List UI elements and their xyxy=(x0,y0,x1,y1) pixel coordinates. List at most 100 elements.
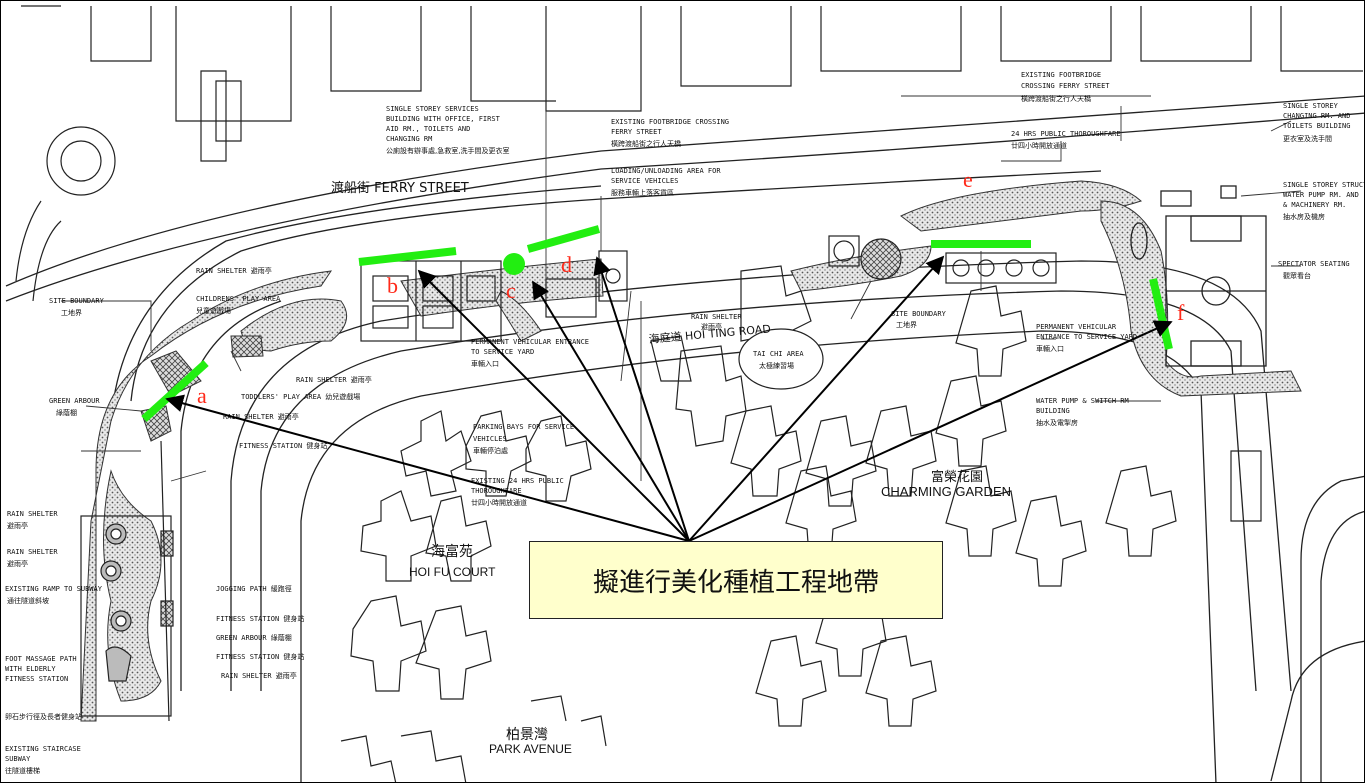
plan-text-labels: 渡船街 FERRY STREET 海庭道 HOI TING ROAD 富榮花園 … xyxy=(5,71,1365,775)
tai-chi-area xyxy=(738,328,824,390)
label-site-boundary-r: SITE BOUNDARY xyxy=(891,310,947,318)
label-left-rain-1: RAIN SHELTER xyxy=(7,510,58,518)
tennis-courts xyxy=(360,250,628,342)
label-services-3: AID RM., TOILETS AND xyxy=(386,125,470,133)
label-jogging-path: JOGGING PATH 緩跑徑 xyxy=(216,584,292,593)
label-water-switch-3: 抽水及電掣房 xyxy=(1036,418,1078,427)
label-childrens-play-cn: 兒童遊戲場 xyxy=(196,306,231,315)
label-left-massage-3: FITNESS STATION xyxy=(5,675,68,683)
label-fitness-station: FITNESS STATION 健身站 xyxy=(239,441,327,450)
label-loading-1: LOADING/UNLOADING AREA FOR xyxy=(611,167,721,175)
label-charming-garden-en: CHARMING GARDEN xyxy=(881,484,1011,499)
callout-box: 擬進行美化種植工程地帶 xyxy=(529,541,943,619)
label-left-subway-cn: 往隧道樓梯 xyxy=(5,766,40,775)
label-existing-24-2: THOROUGHFARE xyxy=(471,487,522,495)
arrow-to-f xyxy=(688,320,1173,542)
label-loading-2: SERVICE VEHICLES xyxy=(611,177,678,185)
label-spectator-cn: 觀眾看台 xyxy=(1283,271,1311,280)
label-water-pump-4: 抽水房及機房 xyxy=(1283,212,1325,221)
label-thoroughfare-1: 24 HRS PUBLIC THOROUGHFARE xyxy=(1011,130,1121,138)
callout-arrows xyxy=(165,255,1173,542)
label-left-rain-2-cn: 避雨亭 xyxy=(7,559,28,568)
residential-buildings xyxy=(340,265,1262,782)
label-parking-2: VEHICLES xyxy=(473,435,507,443)
label-services-5: 公廁設有辦事處,急救室,洗手間及更衣室 xyxy=(386,146,509,155)
callout-text: 擬進行美化種植工程地帶 xyxy=(592,567,879,598)
label-rain-shelter-2: RAIN SHELTER 避雨亭 xyxy=(296,375,372,384)
label-left-massage-1: FOOT MASSAGE PATH xyxy=(5,655,77,663)
label-tai-chi-en: TAI CHI AREA xyxy=(753,350,804,358)
zone-a-label: a xyxy=(197,383,207,408)
zone-b-highlight xyxy=(358,247,457,266)
label-services-1: SINGLE STOREY SERVICES xyxy=(386,105,479,113)
label-rain-shelter-3: RAIN SHELTER 避雨亭 xyxy=(223,412,299,421)
label-footbridge-3: 橫跨渡船街之行人天橋 xyxy=(611,139,681,148)
label-water-pump-3: & MACHINERY RM. xyxy=(1283,201,1346,209)
label-rain-shelter-top: RAIN SHELTER 避雨亭 xyxy=(196,266,272,275)
highlight-zones xyxy=(141,225,1173,422)
label-loading-3: 服務車輛上落客貨區 xyxy=(611,188,674,197)
zone-d-label: d xyxy=(561,252,572,277)
label-single-storey-r3: TOILETS BUILDING xyxy=(1283,122,1350,130)
label-services-4: CHANGING RM xyxy=(386,135,432,143)
label-footbridge-1: EXISTING FOOTBRIDGE CROSSING xyxy=(611,118,729,126)
label-left-ramp: EXISTING RAMP TO SUBWAY xyxy=(5,585,103,593)
label-single-storey-r4: 更衣室及洗手間 xyxy=(1283,134,1332,143)
arrow-to-e xyxy=(688,255,945,542)
label-left-rain-1-cn: 避雨亭 xyxy=(7,521,28,530)
label-green-arbour-cn: 綠蔭棚 xyxy=(56,408,77,417)
label-single-storey-r1: SINGLE STOREY xyxy=(1283,102,1339,110)
label-water-pump-1: SINGLE STOREY STRUCTURE xyxy=(1283,181,1365,189)
label-existing-24-1: EXISTING 24 HRS PUBLIC xyxy=(471,477,564,485)
label-footbridge-r3: 橫跨渡船街之行人天橋 xyxy=(1021,94,1091,103)
label-park-avenue-en: PARK AVENUE xyxy=(489,742,572,756)
label-vehicle-ent-r1: PERMANENT VEHICULAR xyxy=(1036,323,1117,331)
label-left-rain-2: RAIN SHELTER xyxy=(7,548,58,556)
label-left-ramp-cn: 通往隧道斜坡 xyxy=(7,596,49,605)
courts-e xyxy=(828,235,1057,284)
zone-b-label: b xyxy=(387,273,398,298)
label-left-massage-2: WITH ELDERLY xyxy=(5,665,56,673)
zone-c-highlight xyxy=(503,253,525,275)
zone-e-label: e xyxy=(963,167,973,192)
label-parking-1: PARKING BAYS FOR SERVICE xyxy=(473,423,574,431)
label-footbridge-r1: EXISTING FOOTBRIDGE xyxy=(1021,71,1101,79)
label-fitness-station-2: FITNESS STATION 健身站 xyxy=(216,614,304,623)
label-site-boundary-cn: 工地界 xyxy=(61,308,82,317)
label-site-boundary-r-cn: 工地界 xyxy=(896,320,917,329)
ferry-street-road xyxy=(5,95,1364,691)
label-hoi-fu-court-cn: 海富苑 xyxy=(431,543,473,560)
label-water-switch-2: BUILDING xyxy=(1036,407,1070,415)
label-services-2: BUILDING WITH OFFICE, FIRST xyxy=(386,115,501,123)
label-thoroughfare-2: 廿四小時開放通道 xyxy=(1011,141,1067,150)
label-vehicle-ent-3: 車輛入口 xyxy=(471,359,499,368)
zone-a-highlight xyxy=(141,360,209,422)
arrow-to-a xyxy=(165,394,690,542)
left-park-features xyxy=(80,440,174,722)
label-fitness-station-3: FITNESS STATION 健身站 xyxy=(216,652,304,661)
label-site-boundary: SITE BOUNDARY xyxy=(49,297,105,305)
leader-lines xyxy=(61,95,1302,482)
label-left-massage-cn: 卵石步行徑及長者健身站 xyxy=(5,712,82,721)
zone-f-label: f xyxy=(1177,300,1185,325)
label-single-storey-r2: CHANGING RM. AND xyxy=(1283,112,1350,120)
label-vehicle-ent-2: TO SERVICE YARD xyxy=(471,348,534,356)
label-vehicle-ent-1: PERMANENT VEHICULAR ENTRANCE xyxy=(471,338,589,346)
arrow-to-b xyxy=(417,269,690,542)
label-parking-3: 車輛停泊處 xyxy=(473,446,508,455)
label-green-arbour: GREEN ARBOUR xyxy=(49,397,100,405)
label-water-pump-2: WATER PUMP RM. AND xyxy=(1283,191,1359,199)
zone-letters: a b c d e f xyxy=(197,167,1185,408)
label-park-avenue-cn: 柏景灣 xyxy=(506,727,548,743)
label-childrens-play: CHILDRENS' PLAY AREA xyxy=(196,295,281,303)
zone-f-highlight xyxy=(1149,278,1173,350)
label-toddlers-play: TODDLERS' PLAY AREA 幼兒遊戲場 xyxy=(241,392,360,401)
zone-d-highlight xyxy=(526,225,601,253)
label-vehicle-ent-r3: 車輛入口 xyxy=(1036,344,1064,353)
label-rain-shelter-mid-cn: 避雨亭 xyxy=(701,322,722,331)
label-charming-garden-cn: 富榮花園 xyxy=(931,469,983,485)
label-left-subway-1: EXISTING STAIRCASE xyxy=(5,745,81,753)
label-spectator: SPECTATOR SEATING xyxy=(1278,260,1350,268)
